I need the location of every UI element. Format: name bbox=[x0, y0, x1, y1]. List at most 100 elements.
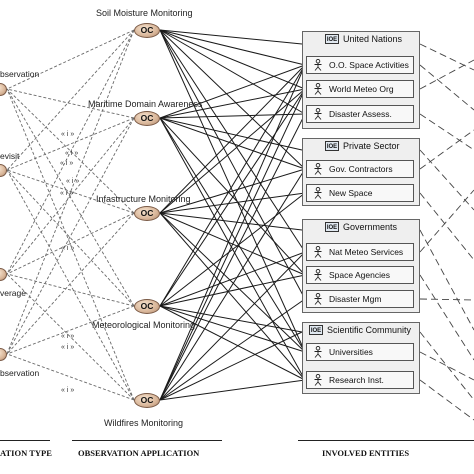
association-line bbox=[159, 29, 306, 253]
application-infrastructure-label: Infastructure Monitoring bbox=[96, 194, 191, 204]
association-line bbox=[159, 305, 303, 333]
association-line bbox=[159, 251, 306, 307]
actor-new-space[interactable]: New Space bbox=[306, 184, 414, 202]
actor-label: World Meteo Org bbox=[329, 84, 394, 94]
actor-universities[interactable]: Universities bbox=[306, 343, 414, 361]
association-line bbox=[159, 64, 306, 401]
group-title: IOE United Nations bbox=[325, 34, 402, 44]
external-link-line bbox=[419, 189, 474, 253]
include-line bbox=[6, 273, 135, 307]
application-maritime-node[interactable]: OC bbox=[134, 111, 160, 126]
application-soil-moisture-node[interactable]: OC bbox=[134, 23, 160, 38]
external-link-line bbox=[419, 192, 474, 261]
actor-icon bbox=[314, 374, 322, 386]
actor-space-agencies[interactable]: Space Agencies bbox=[306, 266, 414, 284]
include-line bbox=[6, 305, 135, 355]
external-link-line bbox=[419, 331, 474, 401]
entity-group-icon: IOE bbox=[325, 141, 339, 151]
include-line bbox=[6, 353, 135, 401]
include-label: « i » bbox=[65, 150, 79, 157]
association-line bbox=[159, 192, 306, 307]
include-label: « i » bbox=[61, 333, 75, 340]
application-meteorological-node[interactable]: OC bbox=[134, 299, 160, 314]
association-line bbox=[159, 305, 306, 353]
actor-world-meteo-org[interactable]: World Meteo Org bbox=[306, 80, 414, 98]
footer-entities-column: INVOLVED ENTITIES bbox=[322, 448, 410, 458]
association-line bbox=[159, 212, 303, 231]
external-link-line bbox=[419, 43, 474, 71]
actor-label: Gov. Contractors bbox=[329, 164, 393, 174]
external-link-line bbox=[419, 129, 474, 170]
group-title-text: Governments bbox=[343, 222, 398, 232]
group-title-text: United Nations bbox=[343, 34, 403, 44]
association-line bbox=[159, 29, 306, 115]
association-line bbox=[159, 29, 306, 90]
association-line bbox=[159, 192, 306, 214]
include-label: « i » bbox=[60, 190, 74, 197]
entity-group-icon: IOE bbox=[325, 34, 339, 44]
footer-divider bbox=[0, 440, 50, 441]
association-line bbox=[159, 379, 306, 401]
actor-nat-meteo-services[interactable]: Nat Meteo Services bbox=[306, 243, 414, 261]
association-line bbox=[159, 212, 306, 353]
include-label: « i » bbox=[61, 387, 75, 394]
association-line bbox=[159, 168, 306, 401]
external-link-line bbox=[419, 379, 474, 421]
include-line bbox=[6, 88, 135, 401]
include-line bbox=[6, 117, 135, 275]
entity-group-icon: IOE bbox=[309, 325, 323, 335]
association-line bbox=[159, 29, 306, 170]
include-label: « i » bbox=[66, 178, 80, 185]
include-line bbox=[6, 29, 135, 275]
association-line bbox=[159, 113, 306, 401]
association-line bbox=[159, 305, 306, 381]
actor-icon bbox=[314, 269, 322, 281]
association-line bbox=[159, 88, 306, 307]
observation-type-label-2: evisit bbox=[0, 151, 20, 161]
association-line bbox=[159, 117, 306, 276]
actor-label: New Space bbox=[329, 188, 373, 198]
external-link-line bbox=[419, 229, 474, 331]
actor-label: Research Inst. bbox=[329, 375, 384, 385]
group-title: IOE Governments bbox=[325, 222, 397, 232]
association-line bbox=[159, 117, 306, 170]
group-title-text: Private Sector bbox=[343, 141, 400, 151]
association-line bbox=[159, 64, 306, 214]
observation-type-label-1: bservation bbox=[0, 69, 40, 79]
include-line bbox=[6, 169, 135, 307]
include-line bbox=[6, 29, 135, 355]
external-link-line bbox=[419, 298, 474, 301]
include-line bbox=[6, 88, 135, 307]
association-line bbox=[159, 331, 303, 401]
group-title-text: Scientific Community bbox=[327, 325, 412, 335]
application-wildfires-node[interactable]: OC bbox=[134, 393, 160, 408]
actor-disaster-mgm[interactable]: Disaster Mgm bbox=[306, 290, 414, 308]
include-line bbox=[6, 88, 135, 119]
association-line bbox=[159, 212, 306, 381]
association-line bbox=[159, 274, 306, 307]
application-infrastructure-node[interactable]: OC bbox=[134, 206, 160, 221]
entity-group-icon: IOE bbox=[325, 222, 339, 232]
include-line bbox=[6, 88, 135, 214]
include-line bbox=[6, 212, 135, 355]
association-line bbox=[159, 88, 306, 119]
include-label: « i » bbox=[60, 160, 74, 167]
actor-research-inst[interactable]: Research Inst. bbox=[306, 371, 414, 389]
actor-icon bbox=[314, 163, 322, 175]
actor-label: O.O. Space Activities bbox=[329, 60, 409, 70]
include-line bbox=[6, 117, 135, 171]
actor-disaster-assess[interactable]: Disaster Assess. bbox=[306, 105, 414, 123]
association-line bbox=[159, 88, 306, 401]
association-line bbox=[159, 88, 306, 214]
actor-gov-contractors[interactable]: Gov. Contractors bbox=[306, 160, 414, 178]
actor-icon bbox=[314, 83, 322, 95]
actor-oo-space-activities[interactable]: O.O. Space Activities bbox=[306, 56, 414, 74]
actor-icon bbox=[314, 187, 322, 199]
association-line bbox=[159, 113, 306, 119]
external-link-line bbox=[419, 149, 474, 211]
application-meteorological-label: Meteorological Monitoring bbox=[92, 320, 196, 330]
external-link-line bbox=[419, 274, 474, 361]
footer-divider bbox=[298, 440, 474, 441]
association-line bbox=[159, 29, 306, 66]
application-wildfires-label: Wildfires Monitoring bbox=[104, 418, 184, 428]
